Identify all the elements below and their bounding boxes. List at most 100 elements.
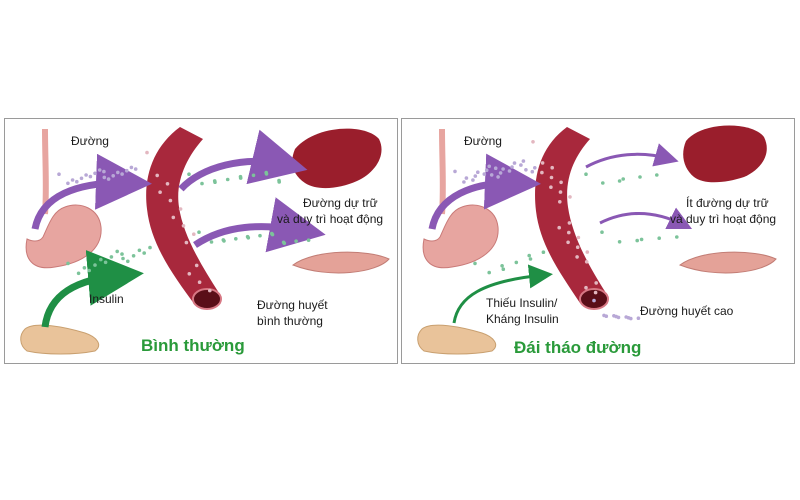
label-storage-2: và duy trì hoạt động bbox=[670, 212, 776, 226]
dot bbox=[527, 253, 531, 258]
stomach bbox=[25, 204, 102, 269]
label-sugar: Đường bbox=[464, 134, 502, 148]
dot bbox=[251, 173, 256, 178]
dot bbox=[558, 190, 563, 194]
dot bbox=[75, 179, 79, 184]
dot bbox=[528, 257, 533, 261]
dot bbox=[79, 176, 84, 181]
dot bbox=[66, 261, 70, 266]
dot bbox=[264, 170, 269, 175]
dot bbox=[209, 240, 214, 244]
dot bbox=[87, 268, 91, 273]
blood-vessel bbox=[146, 127, 219, 305]
dot bbox=[636, 316, 641, 320]
dot bbox=[524, 168, 528, 172]
blood-vessel bbox=[535, 127, 606, 303]
dot bbox=[57, 172, 61, 176]
dot bbox=[116, 170, 120, 175]
label-insulin-1: Insulin bbox=[89, 292, 124, 306]
dot bbox=[155, 173, 159, 178]
dot bbox=[102, 175, 107, 180]
arrow-blood-to-liver-thin bbox=[585, 143, 679, 169]
dot bbox=[258, 233, 262, 238]
dot bbox=[575, 255, 579, 259]
arrow-blood-to-liver bbox=[178, 129, 308, 192]
diagram-diabetes: Đường Ít đường dự trữ và duy trì hoạt độ… bbox=[417, 125, 777, 357]
dot bbox=[540, 170, 544, 175]
dot bbox=[521, 159, 526, 163]
muscle bbox=[291, 251, 390, 274]
dot bbox=[197, 230, 201, 234]
dot bbox=[208, 288, 212, 293]
dot bbox=[601, 181, 605, 185]
dot bbox=[575, 245, 580, 249]
dot bbox=[158, 190, 162, 194]
arrow-blood-to-muscle bbox=[193, 197, 326, 253]
dot bbox=[635, 238, 639, 243]
dot bbox=[281, 240, 286, 245]
dot bbox=[238, 174, 243, 179]
liver bbox=[683, 125, 767, 183]
arrow-sugar-to-blood bbox=[31, 153, 152, 230]
dot bbox=[106, 177, 111, 181]
dot bbox=[550, 165, 554, 170]
dot bbox=[97, 168, 102, 172]
dot bbox=[129, 165, 134, 170]
arrow-blood-to-muscle-thin bbox=[599, 207, 693, 230]
dot bbox=[567, 221, 572, 225]
glucose-dots bbox=[57, 150, 311, 293]
stomach bbox=[422, 204, 499, 269]
dot bbox=[168, 198, 173, 203]
dot bbox=[464, 176, 469, 180]
dot bbox=[120, 252, 124, 256]
dot bbox=[70, 178, 75, 182]
dot bbox=[533, 166, 537, 170]
dot bbox=[120, 172, 124, 176]
dot bbox=[501, 167, 505, 171]
dot bbox=[88, 174, 93, 179]
dot bbox=[638, 175, 642, 179]
dot bbox=[567, 230, 571, 235]
dot bbox=[549, 185, 553, 189]
dot bbox=[184, 240, 189, 245]
dot bbox=[453, 169, 457, 174]
dot bbox=[566, 240, 570, 245]
label-storage-2: và duy trì hoạt động bbox=[277, 212, 383, 226]
panel-normal: Đường Đường dự trữ và duy trì hoạt động … bbox=[4, 118, 398, 364]
dot bbox=[187, 172, 191, 176]
dot bbox=[84, 173, 88, 177]
dot bbox=[294, 239, 298, 243]
dot bbox=[568, 195, 572, 199]
panel-title: Bình thường bbox=[141, 336, 245, 355]
dot bbox=[593, 290, 598, 295]
dot bbox=[66, 181, 70, 186]
dot bbox=[639, 237, 644, 242]
panel-diabetes: Đường Ít đường dự trữ và duy trì hoạt độ… bbox=[401, 118, 795, 364]
dot bbox=[600, 230, 604, 234]
dot bbox=[82, 266, 87, 270]
dot bbox=[137, 248, 142, 253]
dot bbox=[592, 298, 596, 303]
dot bbox=[498, 171, 503, 175]
dot bbox=[512, 161, 517, 165]
panel-title: Đái tháo đường bbox=[514, 338, 641, 357]
glucose-dots bbox=[453, 140, 679, 321]
dot bbox=[76, 271, 81, 276]
dot bbox=[476, 170, 480, 174]
dot bbox=[629, 316, 633, 321]
dot bbox=[181, 224, 186, 228]
dot bbox=[93, 263, 97, 267]
dot bbox=[557, 225, 561, 230]
label-blood-1: Đường huyết cao bbox=[640, 304, 734, 318]
dot bbox=[655, 173, 659, 177]
label-blood-1: Đường huyết bbox=[257, 298, 328, 312]
dot bbox=[225, 177, 230, 182]
label-storage-1: Ít đường dự trữ bbox=[686, 195, 769, 210]
dot bbox=[487, 270, 491, 275]
dot bbox=[500, 264, 504, 268]
dot bbox=[306, 238, 311, 242]
dot bbox=[111, 174, 115, 178]
dot bbox=[103, 260, 108, 265]
dot bbox=[484, 168, 489, 172]
dot bbox=[584, 285, 588, 290]
